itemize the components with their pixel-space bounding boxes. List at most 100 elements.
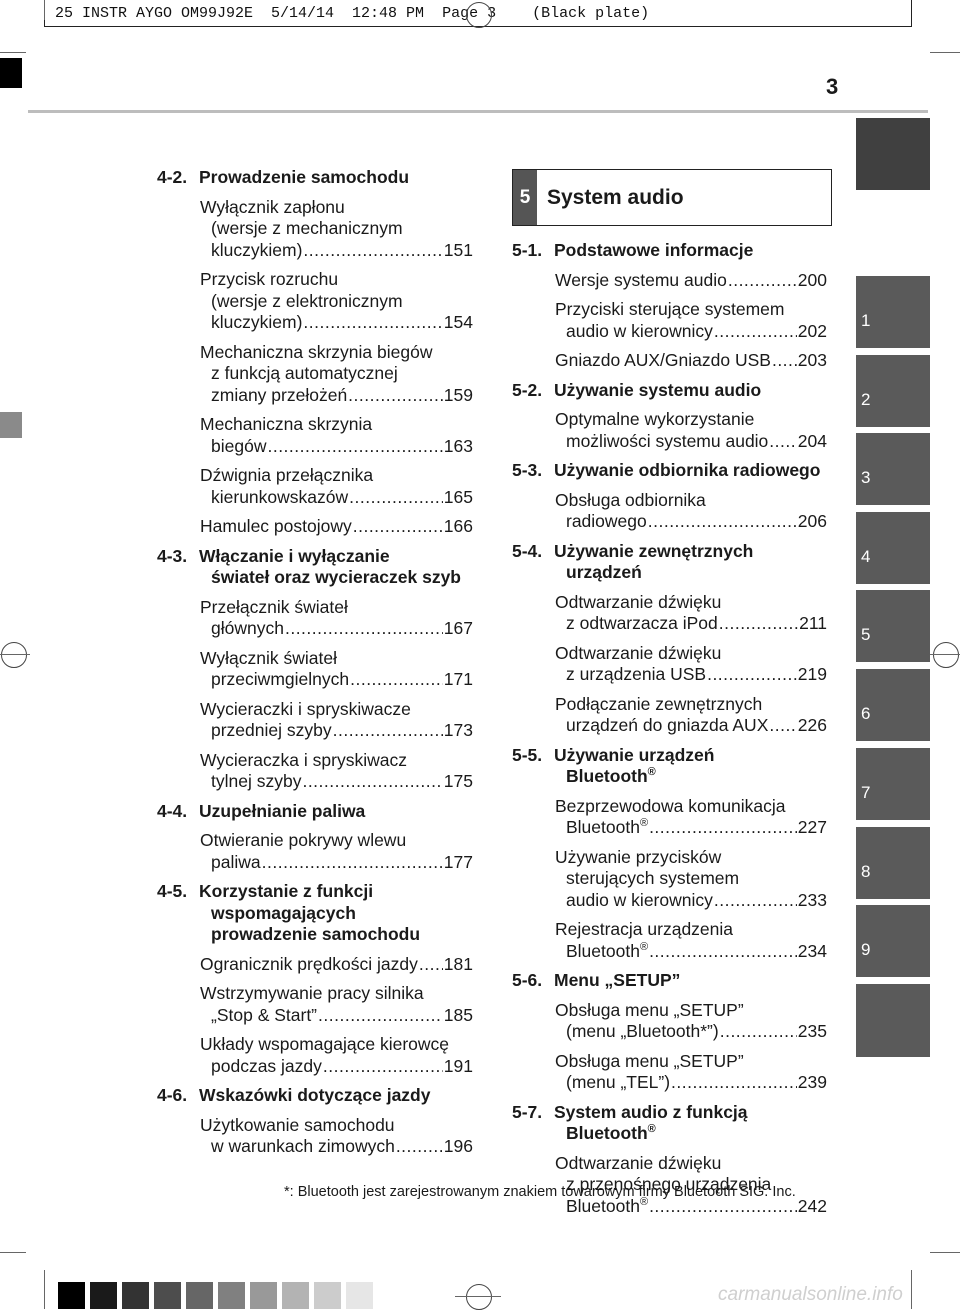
section-number: 5 [513, 170, 537, 225]
side-tab-8[interactable]: 8 [856, 827, 930, 899]
toc-entry-text: Przełącznik świateł [200, 596, 348, 617]
toc-entry-line: możliwości systemu audio204 [555, 431, 827, 453]
toc-entry-line: w warunkach zimowych196 [200, 1136, 473, 1158]
dot-leader [302, 771, 442, 793]
color-swatch [122, 1282, 149, 1309]
toc-entry[interactable]: Przełącznik światełgłównych167 [200, 597, 473, 640]
toc-entry[interactable]: Wyłącznik światełprzeciwmgielnych171 [200, 648, 473, 691]
toc-entry[interactable]: Obsługa odbiornikaradiowego206 [555, 490, 827, 533]
dot-leader [267, 436, 442, 458]
toc-entry-text: urządzeń do gniazda AUX [566, 715, 769, 735]
dot-leader [769, 715, 796, 737]
toc-entry[interactable]: Mechaniczna skrzyniabiegów163 [200, 414, 473, 457]
toc-entry-text: Bezprzewodowa komunikacja [555, 795, 786, 816]
toc-entry-text: kierunkowskazów [211, 486, 349, 507]
toc-entry-text: „Stop & Start” [211, 1004, 318, 1025]
toc-entry[interactable]: Ogranicznik prędkości jazdy181 [200, 954, 473, 976]
toc-section-heading[interactable]: 4-6.Wskazówki dotyczące jazdy [157, 1085, 473, 1107]
toc-entry[interactable]: Gniazdo AUX/Gniazdo USB 203 [555, 350, 827, 372]
toc-entry-text: z przenośnego urządzenia [566, 1174, 772, 1194]
toc-entry-text: Układy wspomagające kierowcę [200, 1034, 449, 1054]
toc-entry-text: Odtwarzanie dźwięku [555, 642, 722, 663]
toc-entry-text: Podłączanie zewnętrznych [555, 693, 763, 714]
side-tab-label: 2 [861, 390, 871, 409]
side-tab-1[interactable]: 1 [856, 276, 930, 348]
side-tab-6[interactable]: 6 [856, 669, 930, 741]
toc-section-heading[interactable]: 5-3.Używanie odbiornika radiowego [512, 460, 827, 482]
toc-entry-line: Bluetooth®242 [555, 1196, 827, 1218]
toc-entry-line: (menu „Bluetooth*”)235 [555, 1021, 827, 1043]
side-tab-blank[interactable] [856, 984, 930, 1057]
toc-section-heading[interactable]: 5-1.Podstawowe informacje [512, 240, 827, 262]
side-tab-9[interactable]: 9 [856, 905, 930, 977]
section-title: System audio [547, 186, 684, 209]
toc-entry-line: Bluetooth®227 [555, 817, 827, 839]
toc-entry-text: Gniazdo AUX/Gniazdo USB [555, 350, 771, 370]
toc-entry[interactable]: Wstrzymywanie pracy silnika„Stop & Start… [200, 983, 473, 1026]
toc-entry[interactable]: Obsługa menu „SETUP”(menu „Bluetooth*”)2… [555, 1000, 827, 1043]
toc-entry-text: Rejestracja urządzenia [555, 919, 734, 939]
section-num: 4-2. [157, 167, 188, 187]
side-tab-7[interactable]: 7 [856, 748, 930, 820]
toc-entry[interactable]: Wersje systemu audio200 [555, 270, 827, 292]
toc-entry-line: Hamulec postojowy166 [200, 516, 473, 538]
toc-entry-line: biegów163 [200, 436, 473, 458]
dot-leader [323, 1056, 443, 1078]
toc-entry[interactable]: Otwieranie pokrywy wlewupaliwa177 [200, 830, 473, 873]
toc-entry-text: Wyłącznik świateł [200, 647, 337, 668]
toc-entry[interactable]: Hamulec postojowy166 [200, 516, 473, 538]
toc-section-heading[interactable]: 4-4.Uzupełnianie paliwa [157, 801, 473, 823]
crop-mark [0, 52, 26, 53]
toc-entry[interactable]: Przycisk rozruchu(wersje z elektroniczny… [200, 269, 473, 334]
registration-mark-icon [933, 642, 959, 668]
toc-page-number: 211 [799, 613, 827, 633]
side-tab-3[interactable]: 3 [856, 433, 930, 505]
toc-page-number: 203 [797, 350, 827, 370]
toc-section-heading[interactable]: 4-2.Prowadzenie samochodu [157, 167, 473, 189]
toc-entry-line: głównych167 [200, 618, 473, 640]
toc-page-number: 175 [443, 771, 473, 791]
page-number: 3 [826, 74, 839, 99]
side-tab-4[interactable]: 4 [856, 512, 930, 584]
toc-section-heading[interactable]: 5-6.Menu „SETUP” [512, 970, 827, 992]
dot-leader [348, 385, 443, 407]
toc-entry[interactable]: Obsługa menu „SETUP”(menu „TEL”)239 [555, 1051, 827, 1094]
dot-leader [671, 1072, 797, 1094]
side-tab-blank[interactable] [856, 118, 930, 190]
side-tab-2[interactable]: 2 [856, 355, 930, 427]
toc-entry[interactable]: Dźwignia przełącznikakierunkowskazów165 [200, 465, 473, 508]
color-swatch [218, 1282, 245, 1309]
toc-entry-text: zmiany przełożeń [211, 384, 348, 405]
toc-entry-text: Hamulec postojowy [200, 516, 352, 536]
side-tab-5[interactable]: 5 [856, 590, 930, 662]
toc-page-number: 202 [797, 320, 827, 341]
toc-section-heading[interactable]: 5-2.Używanie systemu audio [512, 380, 827, 402]
toc-entry-text: radiowego [566, 511, 647, 531]
toc-entry-text: audio w kierownicy [566, 889, 713, 910]
toc-entry-text: Obsługa odbiornika [555, 489, 706, 510]
side-tab-label: 1 [861, 311, 871, 330]
side-tab-label: 7 [861, 783, 871, 802]
toc-entry-line: „Stop & Start”185 [200, 1005, 473, 1027]
